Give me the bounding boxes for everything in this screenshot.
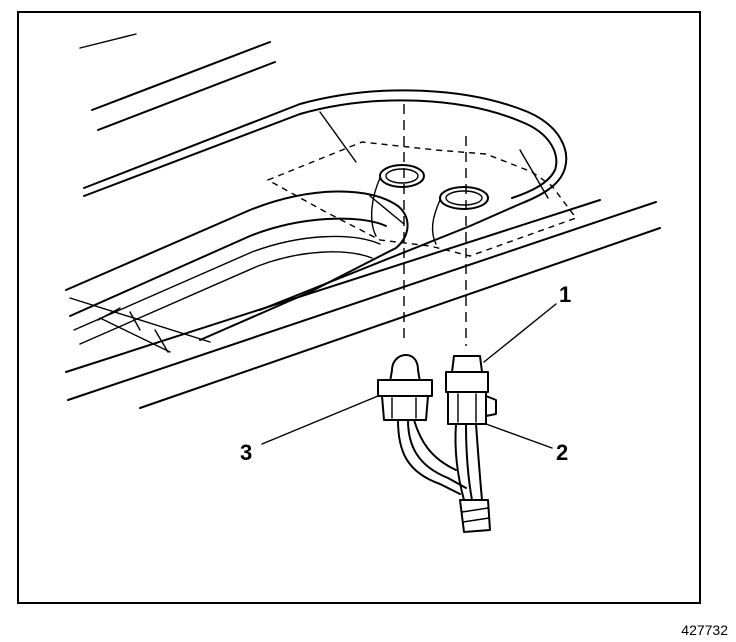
- leader-lines: [261, 303, 557, 449]
- callout-2: 2: [556, 440, 568, 465]
- figure-border: [17, 11, 701, 604]
- callout-3: 3: [240, 440, 252, 465]
- bulb-socket-1: [445, 355, 497, 533]
- figure-id: 427732: [681, 622, 728, 638]
- callout-1: 1: [559, 282, 571, 307]
- socket-holes: [370, 164, 489, 245]
- bulb-socket-3: [377, 354, 467, 495]
- alignment-lines: [403, 104, 467, 346]
- lamp-housing: [65, 89, 661, 409]
- panel-lines: [79, 33, 276, 131]
